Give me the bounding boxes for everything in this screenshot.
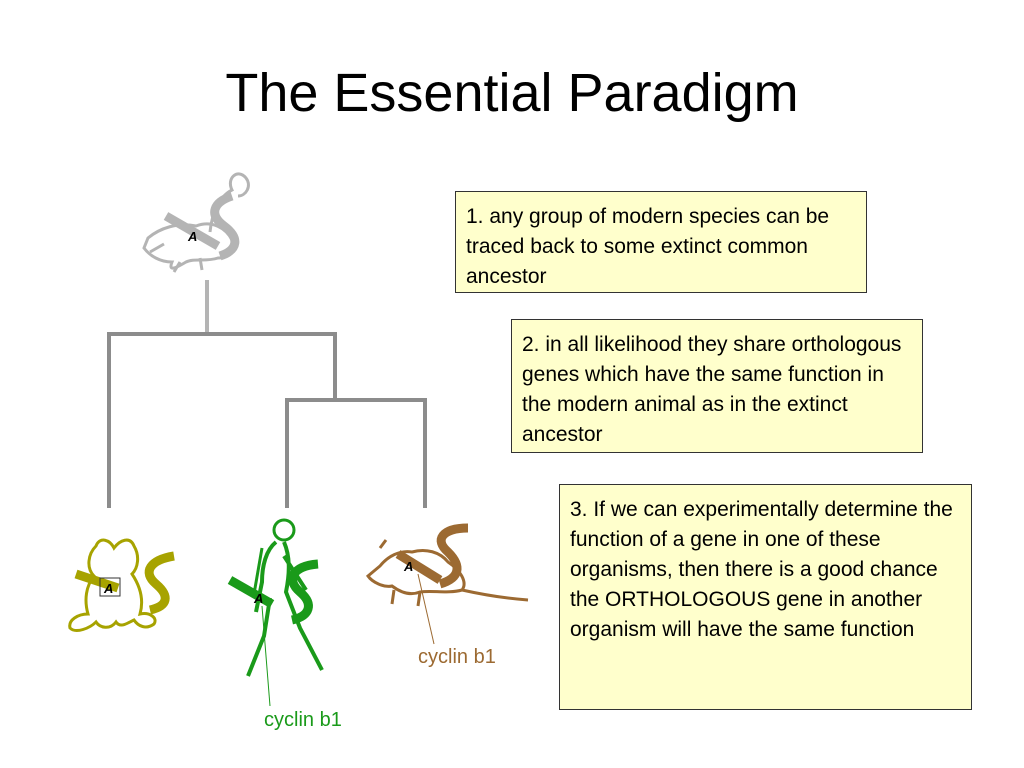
frog-gene-marker: A — [103, 581, 113, 596]
human-gene-marker: A — [253, 591, 263, 606]
green-label-pointer — [261, 605, 271, 707]
tree-inner-branch — [285, 398, 427, 508]
ancestor-creature-icon: A — [142, 172, 250, 273]
brown-label-pointer — [417, 573, 435, 645]
rodent-gene-label: cyclin b1 — [418, 646, 496, 668]
frog-icon: A — [68, 538, 175, 632]
note-3-text: 3. If we can experimentally determine th… — [570, 498, 953, 641]
ancestor-gene-marker: A — [187, 229, 197, 244]
note-box-2: 2. in all likelihood they share ortholog… — [511, 319, 923, 453]
note-1-text: 1. any group of modern species can be tr… — [466, 205, 830, 288]
rodent-gene-marker: A — [403, 559, 413, 574]
tree-root-branch — [107, 332, 337, 508]
human-gene-label: cyclin b1 — [264, 709, 342, 731]
note-box-3: 3. If we can experimentally determine th… — [559, 484, 972, 710]
rodent-icon: A — [366, 523, 529, 607]
note-box-1: 1. any group of modern species can be tr… — [455, 191, 867, 293]
slide-title: The Essential Paradigm — [225, 63, 799, 123]
note-2-text: 2. in all likelihood they share ortholog… — [522, 333, 902, 446]
phylogenetic-tree — [107, 332, 427, 508]
walking-human-icon: A — [227, 518, 324, 677]
